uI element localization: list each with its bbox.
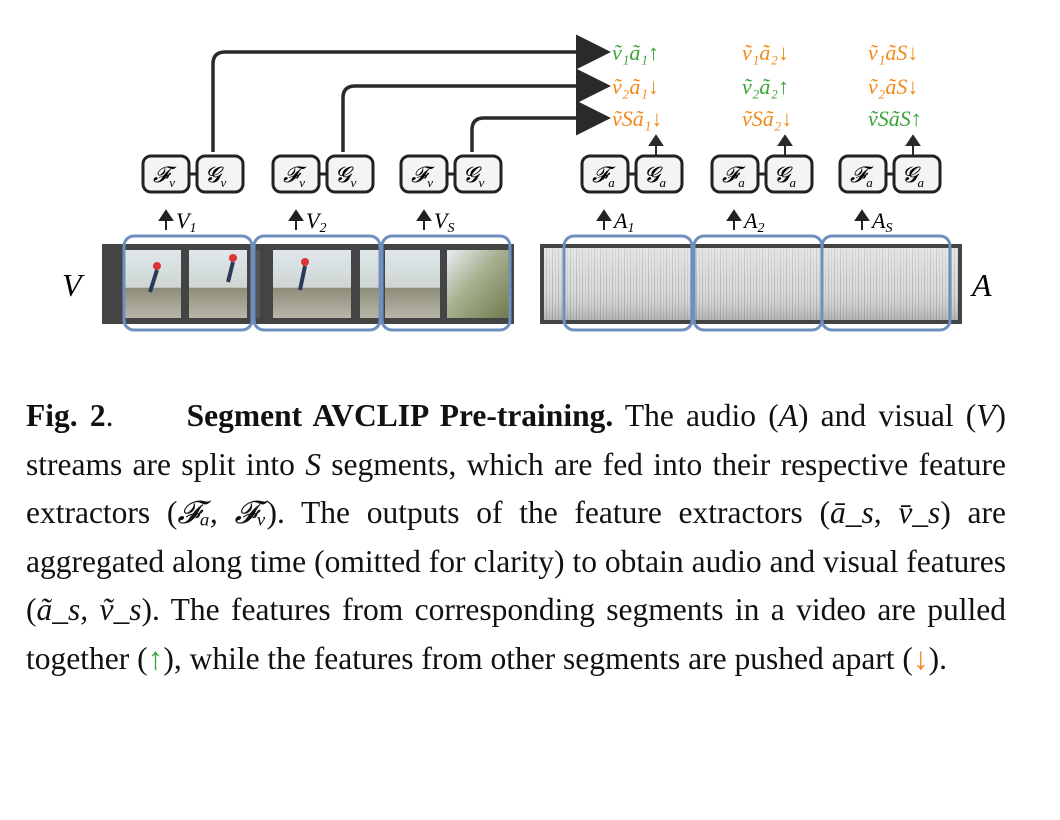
caption-text-4: segments, which are fed into their respe… [26, 446, 1006, 531]
figure-title: Segment AVCLIP Pre-training. [186, 398, 614, 433]
feature-extractor-F-label: 𝓕a [592, 162, 616, 190]
visual-stream-label: V [62, 267, 85, 303]
audio-spectrogram-strip [540, 244, 962, 324]
figure-caption: Fig. 2. Segment AVCLIP Pre-training. The… [26, 398, 1007, 676]
visual-segment-box [380, 234, 512, 332]
symbol-segments: S [305, 446, 321, 482]
audio-segment-label: A1 [596, 208, 634, 236]
push-arrow-symbol: ↓ [912, 640, 929, 676]
symbol-extractors: 𝓕ₐ, 𝓕ᵥ [177, 495, 267, 530]
svg-text:V2: V2 [306, 208, 326, 236]
pair-label-push: ṽ₂ã₁↓ [612, 74, 659, 99]
audio-output-arrows [648, 134, 921, 155]
video-frame [360, 250, 440, 318]
pair-label-pull: ṽSãS↑ [868, 106, 922, 131]
pair-label-push: ṽSã₁↓ [612, 106, 662, 131]
symbol-audio: A [778, 398, 798, 433]
svg-text:VS: VS [434, 208, 454, 236]
caption-text-2: ) and visual ( [797, 398, 977, 433]
pair-label-push: ṽ₁ãS↓ [868, 40, 918, 65]
figure-label: Fig. 2 [26, 398, 106, 433]
svg-text:AS: AS [870, 208, 892, 236]
audio-segment-label: A2 [726, 208, 764, 236]
visual-segment-label: VS [416, 208, 454, 236]
caption-text-8: ), while the features from other segment… [163, 640, 913, 676]
visual-frame-strip [102, 244, 514, 324]
pair-label-push: ṽSã₂↓ [742, 106, 792, 131]
video-frame [189, 250, 247, 318]
caption-text-3: ) streams are split into [26, 398, 1007, 482]
caption-text-5: ). The outputs of the feature extractors… [266, 495, 830, 530]
visual-segment-box [122, 234, 254, 332]
symbol-bar-features: ā_s, v̄_s [829, 495, 941, 530]
video-frame [447, 250, 509, 318]
video-frame [125, 250, 181, 318]
pair-label-pull: ṽ₂ã₂↑ [742, 74, 789, 99]
visual-segment-box [252, 234, 382, 332]
visual-segment-label: V2 [288, 208, 326, 236]
pull-arrow-symbol: ↑ [147, 640, 164, 676]
connection-arrow-v1 [211, 34, 611, 152]
svg-text:A1: A1 [612, 208, 634, 236]
video-frame [256, 250, 351, 318]
svg-text:V1: V1 [176, 208, 196, 236]
svg-text:A2: A2 [742, 208, 764, 236]
connection-arrow-v2 [341, 68, 611, 152]
audio-segment-box [820, 234, 952, 332]
pair-label-pull: ṽ₁ã₁↑ [612, 40, 659, 65]
caption-text-1: The audio ( [624, 398, 779, 433]
pair-label-push: ṽ₁ã₂↓ [742, 40, 789, 65]
audio-stream-label: A [970, 267, 992, 303]
caption-text-9: ). [928, 640, 948, 676]
caption-text-6: ) are aggregated along time (omitted for… [26, 495, 1006, 627]
audio-segment-label: AS [854, 208, 892, 236]
pair-label-push: ṽ₂ãS↓ [868, 74, 918, 99]
connection-arrows [211, 34, 611, 152]
connection-arrow-vs [470, 100, 611, 152]
symbol-tilde-features: ã_s, ṽ_s [36, 592, 142, 627]
symbol-visual: V [976, 398, 996, 433]
visual-segment-label: V1 [158, 208, 196, 236]
audio-segment-box [562, 234, 694, 332]
caption-text-7: ). The features from corresponding segme… [26, 592, 1006, 676]
